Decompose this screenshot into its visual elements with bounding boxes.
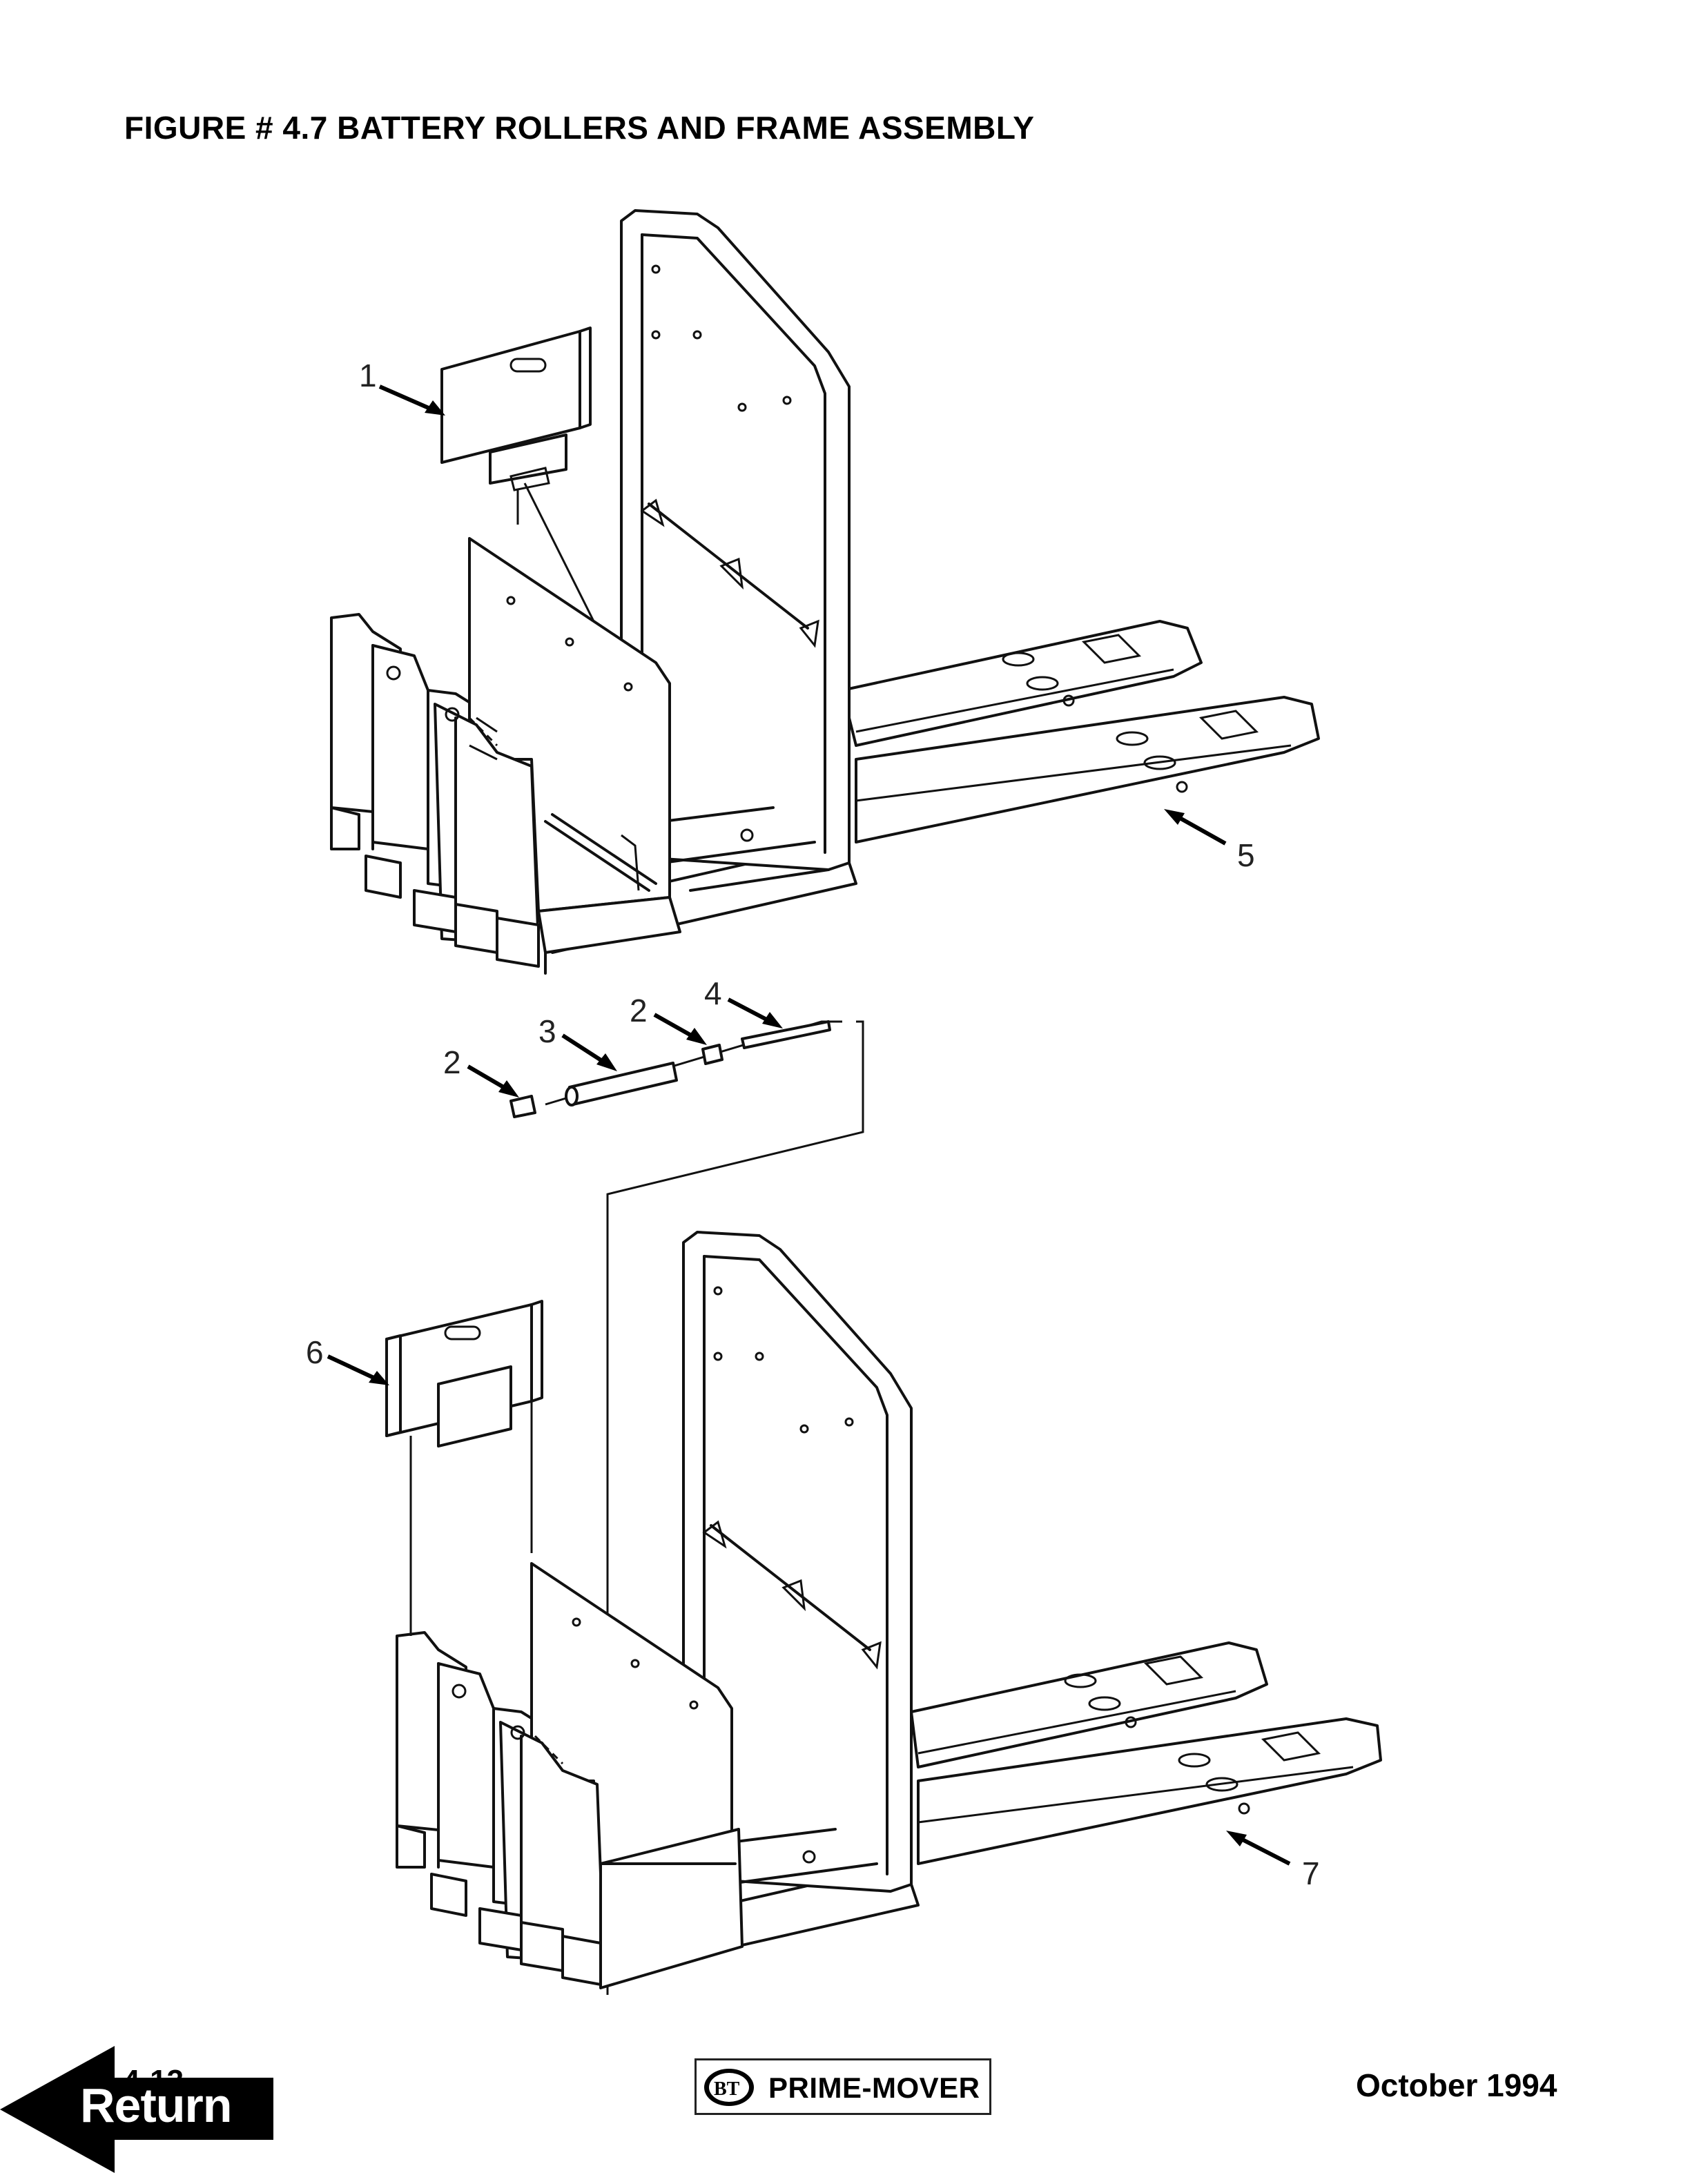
callout-1: 1 bbox=[359, 358, 445, 416]
callout-4-label: 4 bbox=[704, 975, 722, 1011]
callout-2-right-label: 2 bbox=[630, 993, 648, 1028]
callout-5: 5 bbox=[1164, 809, 1255, 873]
callout-2-left: 2 bbox=[443, 1044, 519, 1098]
page-title: FIGURE # 4.7 BATTERY ROLLERS AND FRAME A… bbox=[124, 110, 1035, 146]
part-6-bracket bbox=[385, 1300, 543, 1636]
callout-2-right: 2 bbox=[630, 993, 707, 1045]
callout-6-label: 6 bbox=[306, 1334, 324, 1370]
callout-2-left-label: 2 bbox=[443, 1044, 461, 1080]
return-arrow-icon bbox=[0, 2046, 273, 2173]
callout-7-label: 7 bbox=[1302, 1855, 1320, 1891]
bt-logo-text: BT bbox=[714, 2078, 740, 2100]
brand-name: PRIME-MOVER bbox=[768, 2071, 980, 2104]
top-frame-assembly bbox=[330, 209, 1320, 975]
return-button[interactable] bbox=[0, 2040, 276, 2178]
callout-4: 4 bbox=[704, 975, 783, 1028]
revision-date: October 1994 bbox=[1356, 2067, 1557, 2103]
brand-logo-box: BT PRIME-MOVER bbox=[695, 2058, 991, 2115]
roller-parts bbox=[509, 1020, 864, 1995]
bottom-frame-assembly bbox=[396, 1231, 1382, 1989]
part-1-bracket bbox=[440, 326, 592, 525]
callout-1-label: 1 bbox=[359, 358, 377, 393]
callout-6: 6 bbox=[306, 1334, 389, 1385]
return-label[interactable]: Return bbox=[80, 2078, 233, 2132]
callout-3: 3 bbox=[538, 1013, 617, 1071]
callout-3-label: 3 bbox=[538, 1013, 556, 1049]
callout-5-label: 5 bbox=[1237, 837, 1255, 873]
bt-logo-icon: BT bbox=[704, 2069, 754, 2106]
callout-7: 7 bbox=[1226, 1831, 1320, 1891]
